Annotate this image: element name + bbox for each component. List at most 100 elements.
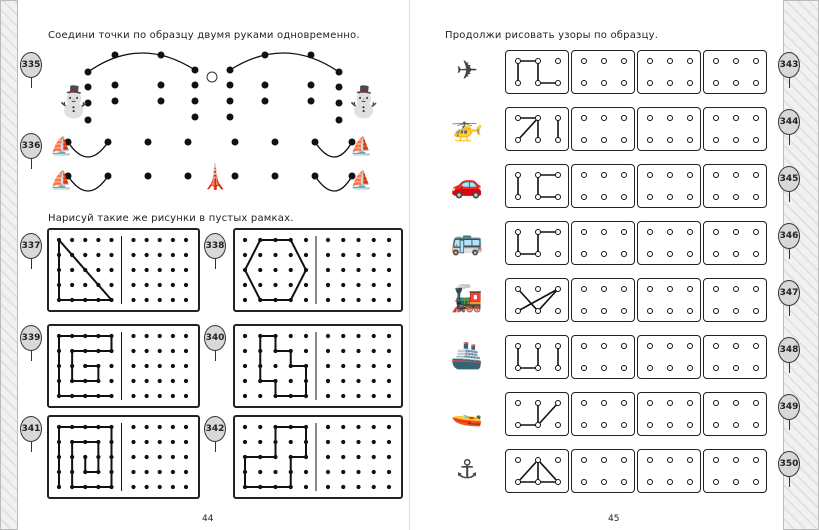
dot — [515, 80, 521, 86]
pattern-box-empty[interactable] — [637, 221, 701, 265]
dot — [157, 282, 162, 288]
pattern-box-empty[interactable] — [571, 164, 635, 208]
pattern-box-empty[interactable] — [703, 164, 767, 208]
dot — [157, 424, 162, 430]
child-icon: ⛄ — [345, 84, 382, 120]
pattern-box-sample[interactable] — [505, 392, 569, 436]
dot — [335, 116, 343, 124]
dot — [515, 422, 521, 428]
pattern-box-sample[interactable] — [505, 278, 569, 322]
pattern-box-sample[interactable] — [505, 221, 569, 265]
pattern-box-empty[interactable] — [703, 221, 767, 265]
drawing-frame[interactable] — [47, 415, 200, 499]
pattern-box-sample[interactable] — [505, 164, 569, 208]
dot — [713, 80, 719, 86]
dot — [183, 363, 189, 369]
pattern-box-empty[interactable] — [637, 164, 701, 208]
dot — [733, 194, 739, 200]
dot — [157, 348, 162, 354]
dot — [356, 363, 361, 369]
pattern-box-empty[interactable] — [703, 392, 767, 436]
dot — [303, 297, 309, 303]
pattern-box-empty[interactable] — [703, 335, 767, 379]
dot — [371, 267, 376, 273]
pattern-box-sample[interactable] — [505, 335, 569, 379]
pattern-box-empty[interactable] — [571, 221, 635, 265]
pattern-box-empty[interactable] — [637, 335, 701, 379]
drawing-frame[interactable] — [233, 228, 403, 312]
sample-line — [259, 335, 307, 397]
dot — [555, 343, 561, 349]
sample-line — [517, 231, 558, 255]
dot — [96, 237, 101, 243]
pattern-box-empty[interactable] — [637, 278, 701, 322]
pattern-box-empty[interactable] — [571, 449, 635, 493]
dot — [601, 58, 607, 64]
dot — [733, 58, 739, 64]
pattern-box-empty[interactable] — [571, 107, 635, 151]
pattern-box-empty[interactable] — [571, 335, 635, 379]
dot — [515, 229, 521, 235]
dot — [325, 363, 331, 369]
pattern-box-empty[interactable] — [703, 107, 767, 151]
dot — [515, 400, 521, 406]
pattern-box-sample[interactable] — [505, 50, 569, 94]
exercise-balloon: 347 — [778, 280, 800, 316]
exercise-balloon: 349 — [778, 394, 800, 430]
pattern-box-empty[interactable] — [637, 50, 701, 94]
dot — [183, 469, 189, 475]
dot — [131, 348, 136, 354]
pattern-box-empty[interactable] — [571, 392, 635, 436]
dot — [157, 297, 162, 303]
dot — [647, 194, 653, 200]
dot — [183, 378, 189, 384]
dot — [356, 484, 361, 490]
pattern-box-empty[interactable] — [703, 50, 767, 94]
dot — [144, 378, 149, 384]
dot — [647, 400, 653, 406]
dot — [273, 469, 278, 475]
pattern-box-empty[interactable] — [703, 449, 767, 493]
dot — [535, 58, 541, 64]
drawing-frame[interactable] — [233, 324, 403, 408]
dot — [226, 113, 234, 121]
pattern-box-sample[interactable] — [505, 107, 569, 151]
dot — [601, 229, 607, 235]
pattern-box-empty[interactable] — [703, 278, 767, 322]
dot — [258, 424, 263, 430]
exercise-balloon: 343 — [778, 52, 800, 88]
dot — [601, 286, 607, 292]
dot — [157, 267, 162, 273]
dot — [131, 237, 136, 243]
dot — [307, 97, 315, 105]
pattern-box-empty[interactable] — [637, 449, 701, 493]
drawing-frame[interactable] — [47, 228, 200, 312]
pattern-box-empty[interactable] — [637, 392, 701, 436]
dot — [667, 137, 673, 143]
dot — [581, 308, 587, 314]
dot — [386, 454, 392, 460]
dot — [170, 333, 175, 339]
drawing-frame[interactable] — [47, 324, 200, 408]
dot — [144, 439, 149, 445]
dot — [341, 237, 346, 243]
dot — [733, 172, 739, 178]
pattern-box-sample[interactable] — [505, 449, 569, 493]
drawing-frame[interactable] — [233, 415, 403, 499]
dot — [555, 457, 561, 463]
dot — [647, 251, 653, 257]
dot — [288, 378, 293, 384]
dot — [83, 237, 88, 243]
dot — [170, 363, 175, 369]
pattern-box-empty[interactable] — [571, 278, 635, 322]
pattern-box-empty[interactable] — [571, 50, 635, 94]
dot — [647, 479, 653, 485]
dot — [183, 348, 189, 354]
submarine-icon: ⚓ — [455, 455, 479, 485]
dot — [144, 282, 149, 288]
dot — [733, 115, 739, 121]
dot — [144, 363, 149, 369]
dot — [753, 457, 759, 463]
dot — [258, 439, 263, 445]
pattern-box-empty[interactable] — [637, 107, 701, 151]
